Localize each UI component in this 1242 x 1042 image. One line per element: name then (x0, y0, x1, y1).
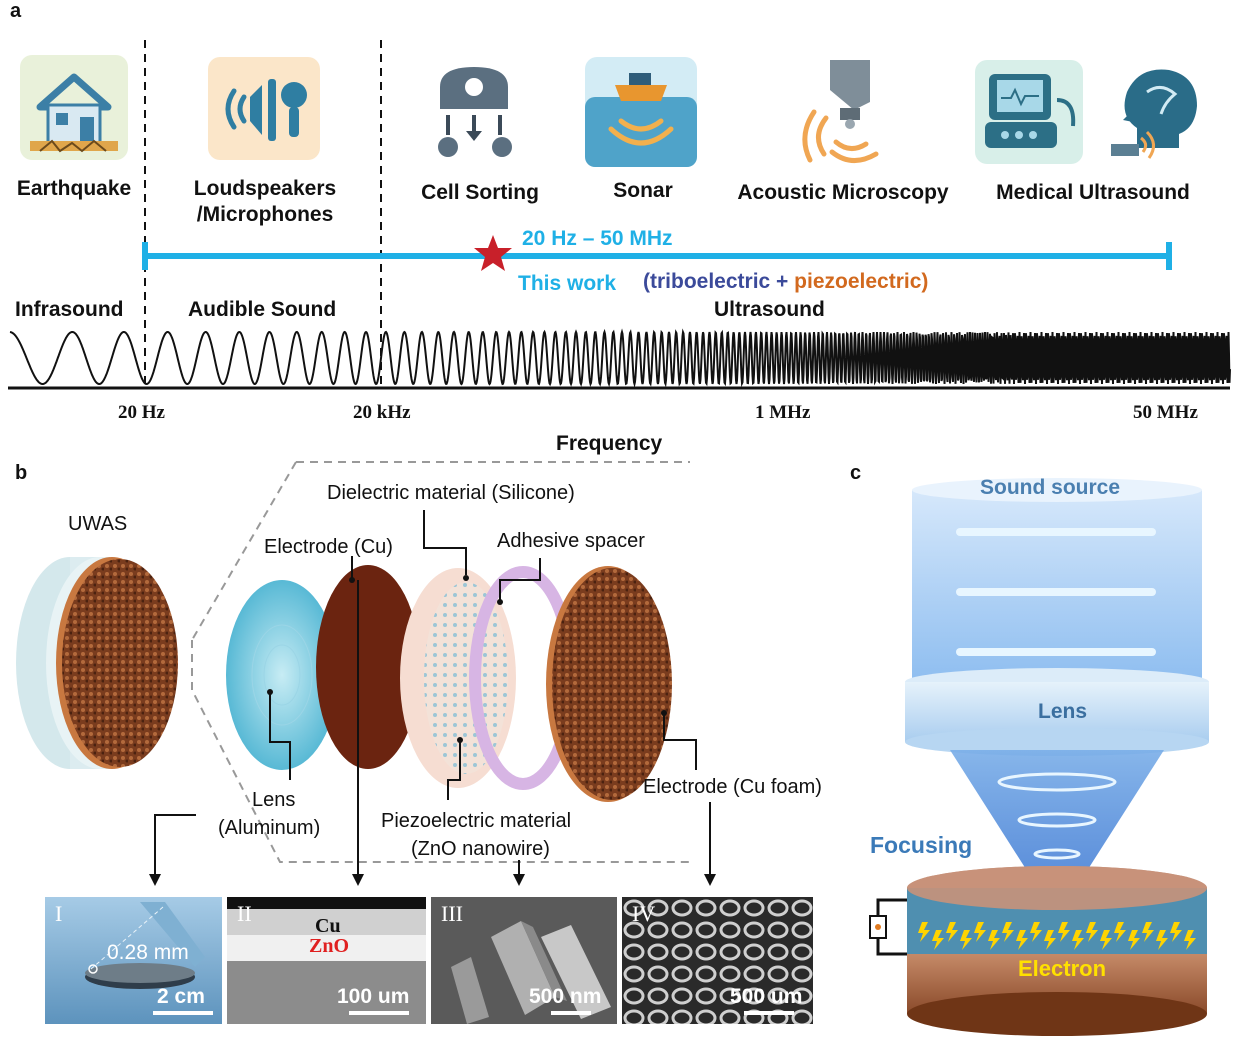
electron-bolt-icon (1170, 922, 1182, 942)
callout-adhesive-spacer: Adhesive spacer (497, 530, 645, 552)
tick-20khz: 20 kHz (353, 402, 411, 423)
callout-zno-nanowire: (ZnO nanowire) (411, 838, 550, 860)
mechanism-label: (triboelectric + piezoelectric) (643, 270, 928, 294)
house-earthquake-icon (20, 55, 128, 160)
sonar-boat-icon (585, 57, 697, 167)
callout-lens: Lens (252, 789, 296, 811)
electron-bolt-icon (1016, 930, 1028, 950)
callout-electrode-cu: Electrode (Cu) (264, 536, 393, 558)
electron-bolt-icon (1184, 930, 1196, 950)
application-label-cell-sorting: Cell Sorting (421, 181, 539, 204)
focusing-schematic (869, 478, 1209, 1036)
band-audible-sound: Audible Sound (188, 298, 337, 321)
callout-dielectric: Dielectric material (Silicone) (327, 482, 575, 504)
electron-bolt-icon (1058, 922, 1070, 942)
band-separators (144, 40, 382, 390)
micrograph-1-thickness: 0.28 mm (107, 941, 189, 964)
callout-piezoelectric: Piezoelectric material (381, 810, 572, 832)
exploded-layers (226, 565, 672, 802)
micrograph-1-numeral: I (55, 901, 63, 926)
electron-bolt-icon (1044, 930, 1056, 950)
application-label-acoustic-microscopy: Acoustic Microscopy (737, 181, 949, 204)
panel-a-letter: a (10, 0, 22, 22)
electron-bolt-icon (1114, 922, 1126, 942)
zno-nanowire-layer (424, 582, 508, 774)
frequency-waveform (8, 328, 1231, 390)
application-label-medical-ultrasound: Medical Ultrasound (996, 181, 1190, 204)
lens-layer (226, 580, 338, 770)
callout-electrode-cu-foam: Electrode (Cu foam) (643, 776, 822, 798)
cell-sorting-icon (418, 57, 530, 167)
micrograph-3-scale-bar (551, 1011, 591, 1015)
triboelectric-text: triboelectric (650, 270, 771, 293)
electron-bolt-icon (1156, 930, 1168, 950)
micrograph-1-scale-label: 2 cm (157, 985, 205, 1008)
sound-source-label: Sound source (980, 476, 1121, 499)
callout-leaders (149, 510, 716, 886)
micrograph-4-numeral: IV (632, 901, 656, 926)
head-ultrasound-icon (1103, 58, 1211, 166)
electron-bolt-icon (946, 922, 958, 942)
ultrasound-machine-icon (975, 60, 1083, 164)
micrograph-2-scale-bar (349, 1011, 409, 1015)
micrograph-1-scale-bar (153, 1011, 213, 1015)
this-work-label: This work (518, 272, 617, 295)
electron-bolt-icon (1072, 930, 1084, 950)
micrograph-3-numeral: III (441, 901, 463, 926)
focusing-label: Focusing (870, 832, 973, 858)
micrograph-1-device-photo: I 0.28 mm 2 cm (45, 897, 222, 1024)
assembled-device (16, 557, 178, 769)
electron-bolt-icon (1030, 922, 1042, 942)
electron-bolt-icon (988, 930, 1000, 950)
micrograph-2-cu-label: Cu (315, 915, 341, 937)
application-label-earthquake: Earthquake (16, 177, 132, 200)
microscope-icon (770, 50, 900, 168)
piezoelectric-text: piezoelectric (794, 270, 922, 293)
copper-foam-layer (552, 568, 672, 800)
electron-bolt-icon (1142, 922, 1154, 942)
tick-1mhz: 1 MHz (755, 402, 811, 423)
electron-bolt-icon (932, 930, 944, 950)
micrograph-2-cross-section: II Cu ZnO 100 um (227, 897, 426, 1024)
micrograph-4-scale-label: 500 um (730, 985, 803, 1008)
this-work-star-icon (474, 235, 512, 271)
band-ultrasound: Ultrasound (714, 298, 825, 321)
lens-label: Lens (1038, 700, 1088, 723)
micrograph-2-zno-label: ZnO (309, 935, 350, 957)
micrograph-4-scale-bar (744, 1011, 794, 1015)
electron-bolt-icon (1086, 922, 1098, 942)
mechanism-plus: + (770, 270, 795, 293)
mechanism-open-paren: ( (643, 270, 650, 293)
frequency-axis-label: Frequency (556, 432, 663, 455)
electron-label: Electron (1018, 956, 1107, 981)
mechanism-close-paren: ) (921, 270, 929, 293)
electron-bolt-icon (960, 930, 972, 950)
exploded-view-outline (191, 461, 690, 863)
electron-bolt-icon (1002, 922, 1014, 942)
micrograph-2-numeral: II (237, 901, 252, 926)
micrograph-4-cu-foam: IV 500 um (622, 897, 813, 1024)
band-infrasound: Infrasound (15, 298, 124, 321)
application-label-loudspeakers: Loudspeakers /Microphones (193, 177, 337, 226)
tick-50mhz: 50 MHz (1133, 402, 1198, 423)
panel-c-letter: c (850, 462, 862, 484)
application-label-sonar: Sonar (613, 179, 673, 202)
range-bar (142, 242, 1172, 270)
speaker-microphone-icon (208, 57, 320, 160)
electron-bolt-icon (918, 922, 930, 942)
tick-20hz: 20 Hz (118, 402, 165, 423)
electron-bolt-icon (1128, 930, 1140, 950)
micrograph-3-scale-label: 500 nm (529, 985, 602, 1008)
range-label: 20 Hz – 50 MHz (522, 227, 673, 250)
electron-bolt-icon (1100, 930, 1112, 950)
micrograph-2-scale-label: 100 um (337, 985, 410, 1008)
callout-lens-material: (Aluminum) (218, 817, 321, 839)
copper-electrode-layer (316, 565, 420, 769)
electron-bolt-icon (974, 922, 986, 942)
micrograph-3-nanowires: III 500 nm (431, 897, 617, 1024)
device-label: UWAS (68, 513, 128, 535)
panel-b-letter: b (15, 462, 28, 484)
